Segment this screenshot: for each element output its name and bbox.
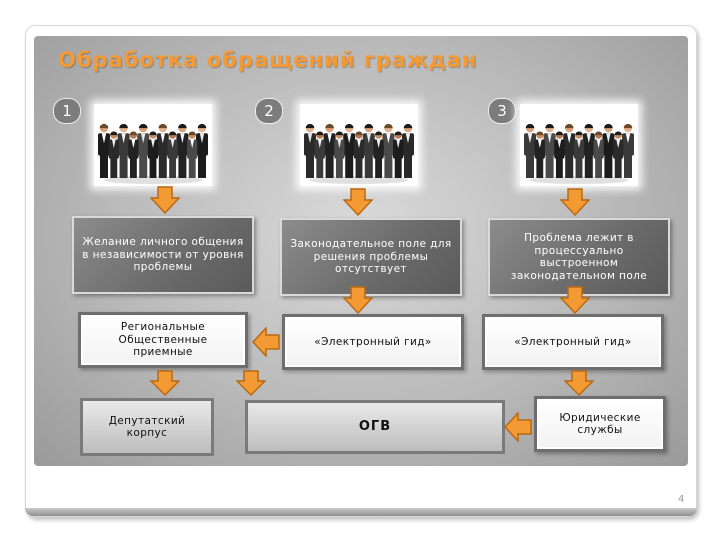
person-figure [613,131,624,178]
slide-title: Обработка обращений граждан [58,48,478,72]
arrow-down-icon [343,286,373,314]
box-problem-3: Проблема лежит в процессуально выстроенн… [488,218,670,296]
business-team-icon [304,123,414,184]
arrow-left-icon [252,327,280,357]
person-figure [393,131,404,178]
step-number-1: 1 [53,98,81,124]
box-guide-2: «Электронный гид» [482,314,664,370]
person-figure [563,123,576,178]
box-guide-1: «Электронный гид» [282,314,464,370]
person-figure [622,123,634,178]
box-problem-1: Желание личного общения в независимости … [72,216,254,294]
person-figure [323,123,336,178]
arrow-left-icon [504,412,532,442]
person-figure [402,123,414,178]
person-figure [108,131,119,178]
person-figure [147,131,159,178]
person-figure [334,131,345,178]
box-legal: Юридические службы [534,396,666,452]
person-figure [117,123,130,178]
person-figure [156,123,169,178]
arrow-down-icon [343,188,373,216]
person-figure [137,123,150,178]
person-figure [314,131,325,178]
person-figure [176,123,189,178]
person-figure [554,131,565,178]
person-figure [373,131,384,178]
arrow-down-icon [150,186,180,214]
person-figure [353,131,365,178]
team-photo-2 [300,104,418,186]
person-figure [382,123,395,178]
box-regional: Региональные Общественные приемные [78,312,248,368]
team-photo-1 [94,104,212,186]
page-number: 4 [678,494,685,505]
person-figure [167,131,178,178]
person-figure [343,123,356,178]
person-figure [128,131,139,178]
box-deputy: Депутатский корпус [80,398,214,456]
arrow-down-icon [564,370,594,396]
business-team-icon [98,123,208,184]
arrow-down-icon [236,370,266,396]
arrow-down-icon [560,188,590,216]
box-problem-2: Законодательное поле для решения проблем… [280,218,462,296]
person-figure [187,131,198,178]
person-figure [593,131,604,178]
person-figure [534,131,545,178]
business-team-icon [524,123,634,184]
person-figure [524,123,536,178]
step-number-3: 3 [488,98,516,124]
team-photo-3 [520,104,638,186]
arrow-down-icon [560,286,590,314]
arrow-down-icon [150,370,180,396]
person-figure [98,123,110,178]
person-figure [543,123,556,178]
person-figure [582,123,595,178]
person-figure [573,131,585,178]
person-figure [304,123,316,178]
step-number-2: 2 [255,98,283,124]
person-figure [196,123,208,178]
person-figure [362,123,375,178]
slide-frame-accent [25,508,697,516]
box-ogv: ОГВ [245,400,505,454]
person-figure [602,123,615,178]
